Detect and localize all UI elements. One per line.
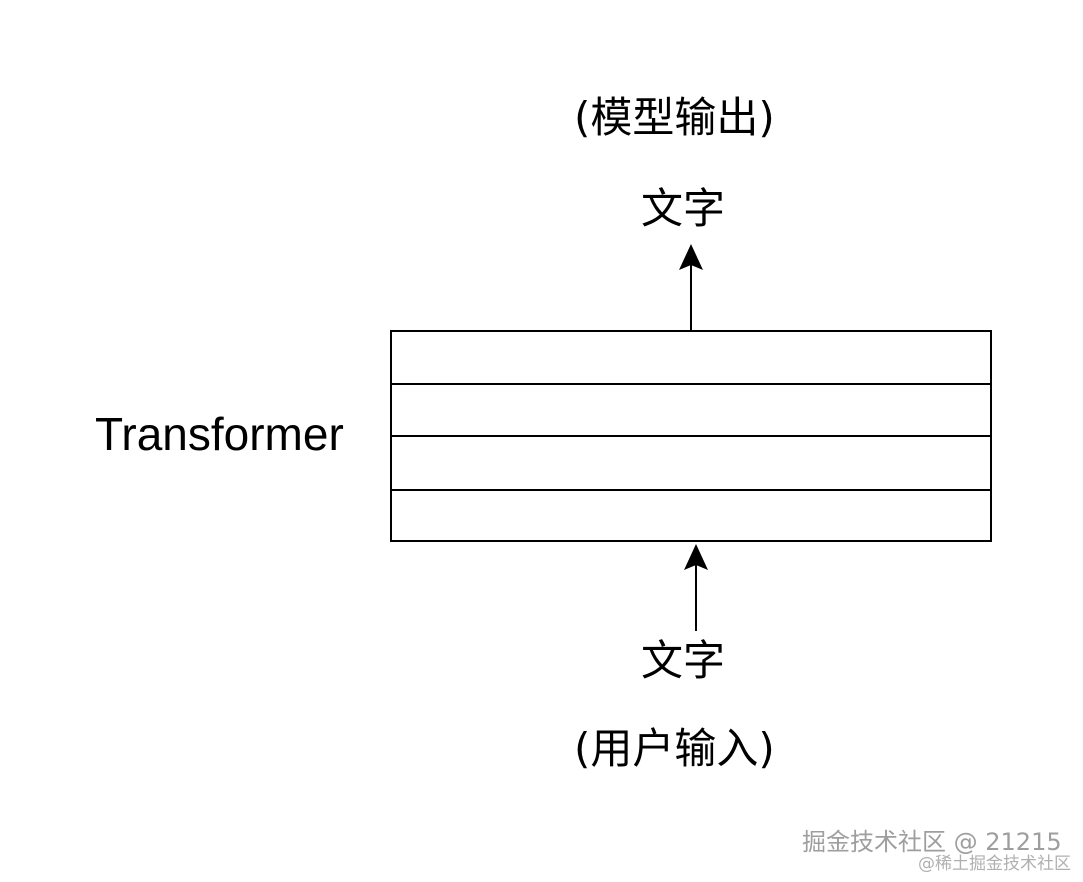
input-text-label: 文字	[641, 636, 726, 685]
input-arrow	[684, 544, 708, 631]
output-arrowhead	[679, 244, 703, 270]
transformer-label: Transformer	[95, 408, 344, 460]
transformer-layer-4	[390, 489, 992, 542]
user-input-note: (用户输入)	[574, 724, 775, 773]
watermark-main-text: 掘金技术社区 @ 21215	[802, 828, 1062, 856]
watermark-sub-text: @稀土掘金技术社区	[918, 854, 1071, 874]
model-output-note: (模型输出)	[574, 93, 775, 142]
transformer-layer-2	[390, 383, 992, 437]
input-arrowhead	[684, 544, 708, 570]
transformer-layer-3	[390, 435, 992, 491]
transformer-layer-1	[390, 330, 992, 385]
output-arrow	[679, 244, 703, 331]
output-text-label: 文字	[641, 184, 726, 233]
transformer-stack	[390, 330, 992, 542]
